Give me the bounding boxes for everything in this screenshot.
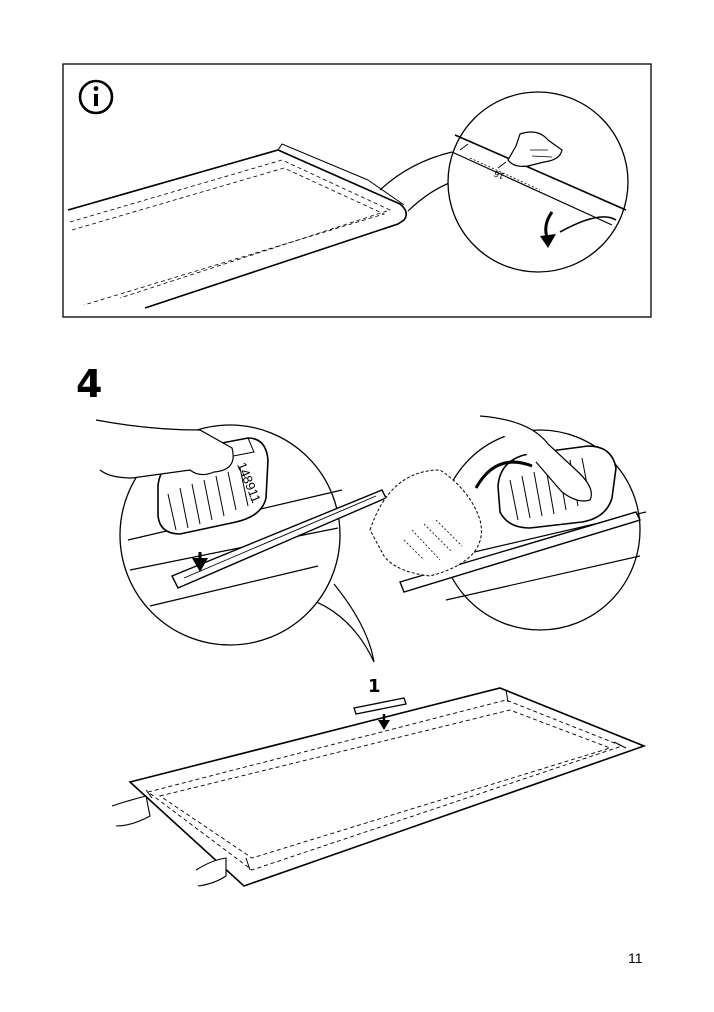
tray-large [111,687,647,887]
info-icon [78,79,114,115]
step-number: 4 [76,362,103,406]
tray-drawing [67,143,408,309]
info-panel-frame [62,63,652,318]
page-number: 11 [628,950,643,966]
zoom-circle-left [95,419,387,663]
zoom-circle-info [447,91,629,273]
strip-part [353,697,407,730]
substep-number: 1 [368,676,381,697]
zoom-circle-right [369,415,647,631]
zoom-pointer [379,151,453,212]
